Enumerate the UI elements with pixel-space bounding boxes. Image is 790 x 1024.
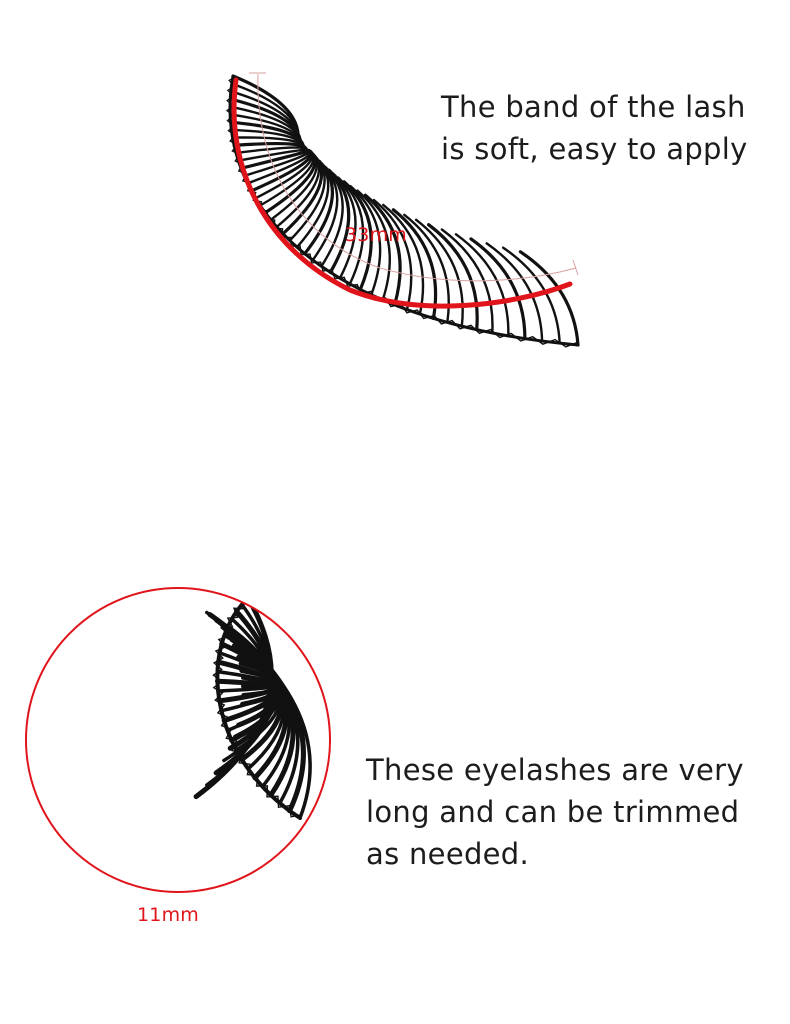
lash-hair <box>205 610 312 820</box>
lash-hair <box>440 228 494 335</box>
lash-hair <box>356 189 391 302</box>
lash-hair <box>414 218 464 328</box>
lash-hair <box>469 237 527 341</box>
zoom-circle-outline <box>25 587 331 893</box>
lash-hair <box>502 246 561 345</box>
lash-hair <box>327 168 351 274</box>
band-caption: The band of the lash is soft, easy to ap… <box>441 90 748 166</box>
lash-hair <box>363 193 402 307</box>
lash-hair <box>427 223 479 332</box>
lash-length-label: 11mm <box>137 904 199 926</box>
lash-band <box>228 74 580 347</box>
lash-hair <box>349 184 382 296</box>
lash-hair <box>372 198 413 311</box>
lash-hair <box>382 203 425 316</box>
zoom-detail-image <box>26 588 330 892</box>
lash-hair <box>342 180 373 292</box>
band-highlight <box>231 77 573 309</box>
lash-band <box>215 596 302 820</box>
band-length-label: 33mm <box>345 224 407 246</box>
guide-tick-end <box>572 259 579 276</box>
lash-hair <box>485 242 544 343</box>
lash-hair <box>332 172 357 280</box>
lash-hair <box>454 233 510 338</box>
band-measure-guide <box>257 73 577 282</box>
trim-caption: These eyelashes are very long and can be… <box>366 753 744 871</box>
lash-hair <box>337 176 365 286</box>
lash-hair <box>518 250 580 347</box>
strip-lash-image <box>225 74 580 348</box>
